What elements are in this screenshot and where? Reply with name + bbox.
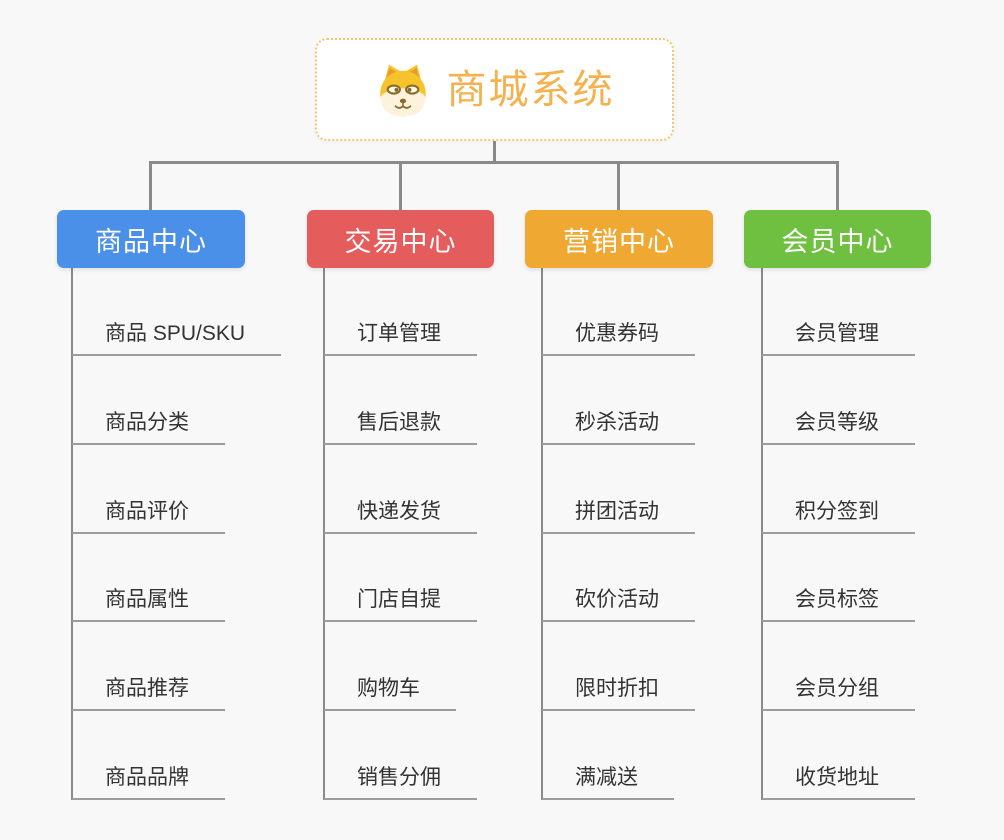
connector-drop-marketing <box>617 161 620 210</box>
connector-root-drop <box>493 141 496 163</box>
leaf-item[interactable]: 会员标签 <box>762 586 915 622</box>
root-node[interactable]: 商城系统 <box>315 38 674 141</box>
leaf-item[interactable]: 拼团活动 <box>542 498 695 534</box>
leaf-item[interactable]: 快递发货 <box>324 498 477 534</box>
connector-bus <box>149 161 839 164</box>
leaf-item[interactable]: 会员分组 <box>762 675 915 711</box>
leaf-item[interactable]: 秒杀活动 <box>542 409 695 445</box>
leaf-item[interactable]: 优惠券码 <box>542 320 695 356</box>
trunk-marketing <box>541 268 543 800</box>
leaf-item[interactable]: 售后退款 <box>324 409 477 445</box>
branch-trade-center[interactable]: 交易中心 <box>307 210 494 268</box>
leaf-item[interactable]: 商品评价 <box>72 498 225 534</box>
leaf-item[interactable]: 积分签到 <box>762 498 915 534</box>
leaf-item[interactable]: 会员管理 <box>762 320 915 356</box>
leaf-item[interactable]: 商品分类 <box>72 409 225 445</box>
connector-drop-member <box>836 161 839 210</box>
branch-member-center[interactable]: 会员中心 <box>744 210 931 268</box>
leaf-item[interactable]: 商品属性 <box>72 586 225 622</box>
trunk-trade <box>323 268 325 800</box>
root-title: 商城系统 <box>446 67 615 112</box>
trunk-product <box>71 268 73 800</box>
leaf-item[interactable]: 商品品牌 <box>72 764 225 800</box>
leaf-item[interactable]: 满减送 <box>542 764 674 800</box>
leaf-item[interactable]: 限时折扣 <box>542 675 695 711</box>
leaf-item[interactable]: 订单管理 <box>324 320 477 356</box>
branch-marketing-center[interactable]: 营销中心 <box>525 210 713 268</box>
branch-product-center[interactable]: 商品中心 <box>57 210 245 268</box>
leaf-item[interactable]: 销售分佣 <box>324 764 477 800</box>
leaf-item[interactable]: 门店自提 <box>324 586 477 622</box>
leaf-item[interactable]: 购物车 <box>324 675 456 711</box>
leaf-item[interactable]: 收货地址 <box>762 764 915 800</box>
leaf-item[interactable]: 砍价活动 <box>542 586 695 622</box>
connector-drop-trade <box>399 161 402 210</box>
doge-icon <box>379 64 426 116</box>
leaf-item[interactable]: 会员等级 <box>762 409 915 445</box>
leaf-item[interactable]: 商品 SPU/SKU <box>72 320 282 356</box>
connector-drop-product <box>149 161 152 210</box>
trunk-member <box>761 268 763 800</box>
leaf-item[interactable]: 商品推荐 <box>72 675 225 711</box>
